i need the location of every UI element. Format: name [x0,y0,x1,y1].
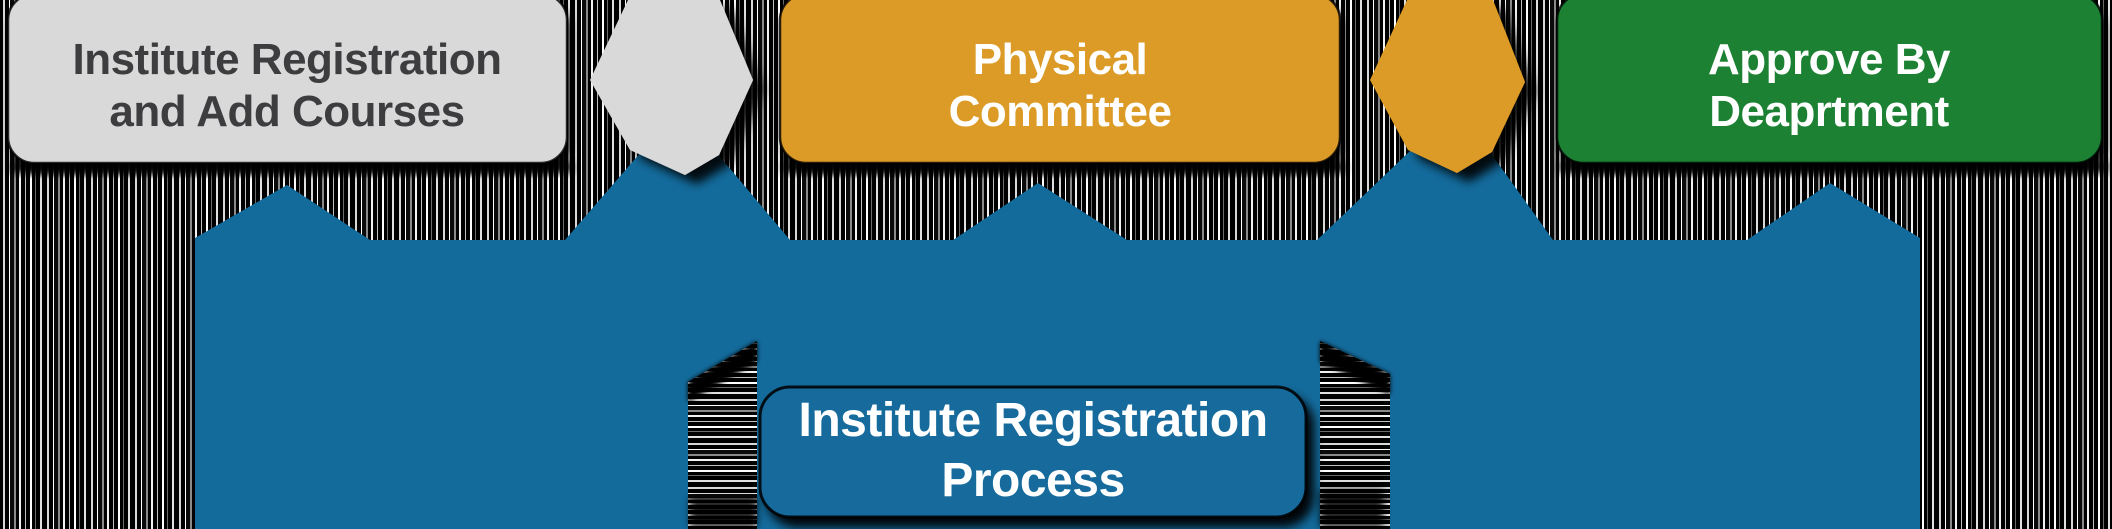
step-box-2-rect [778,0,1342,165]
ribbon-fold-right [1320,341,1390,529]
step-box-1-rect [6,0,569,165]
ribbon-fold-right-shadow [1320,341,1390,395]
banner-label-panel: Institute Registration Process [758,385,1308,519]
ribbon-fold-left-shadow [688,341,757,402]
step-box-approve-by-department: Approve By Deaprtment [1555,0,2104,165]
ribbon-fold-left [688,341,757,529]
step-box-1-label-line2: and Add Courses [109,87,464,136]
step-box-3-label-line2: Deaprtment [1709,87,1949,136]
ribbon-fold-left-bottom-shadow [690,497,757,527]
banner-label-rect [758,385,1308,519]
ribbon-fold-right-gap [1320,341,1390,529]
step-box-2-label-line2: Committee [949,87,1172,136]
banner-ribbon-shape [195,106,1920,529]
banner-label-line1: Institute Registration [798,394,1267,447]
step-box-physical-committee: Physical Committee [778,0,1342,165]
step-box-institute-registration: Institute Registration and Add Courses [6,0,569,165]
banner-label-line2: Process [941,454,1124,507]
step-box-2-label-line1: Physical [973,35,1148,84]
chevron-down-icon-1 [590,0,753,175]
step-box-3-rect [1555,0,2104,165]
step-box-1-label-line1: Institute Registration [72,35,501,84]
ribbon-fold-right-bottom-shadow [1320,490,1384,527]
step-box-3-label-line1: Approve By [1708,35,1951,84]
chevron-down-icon-2 [1370,0,1525,173]
